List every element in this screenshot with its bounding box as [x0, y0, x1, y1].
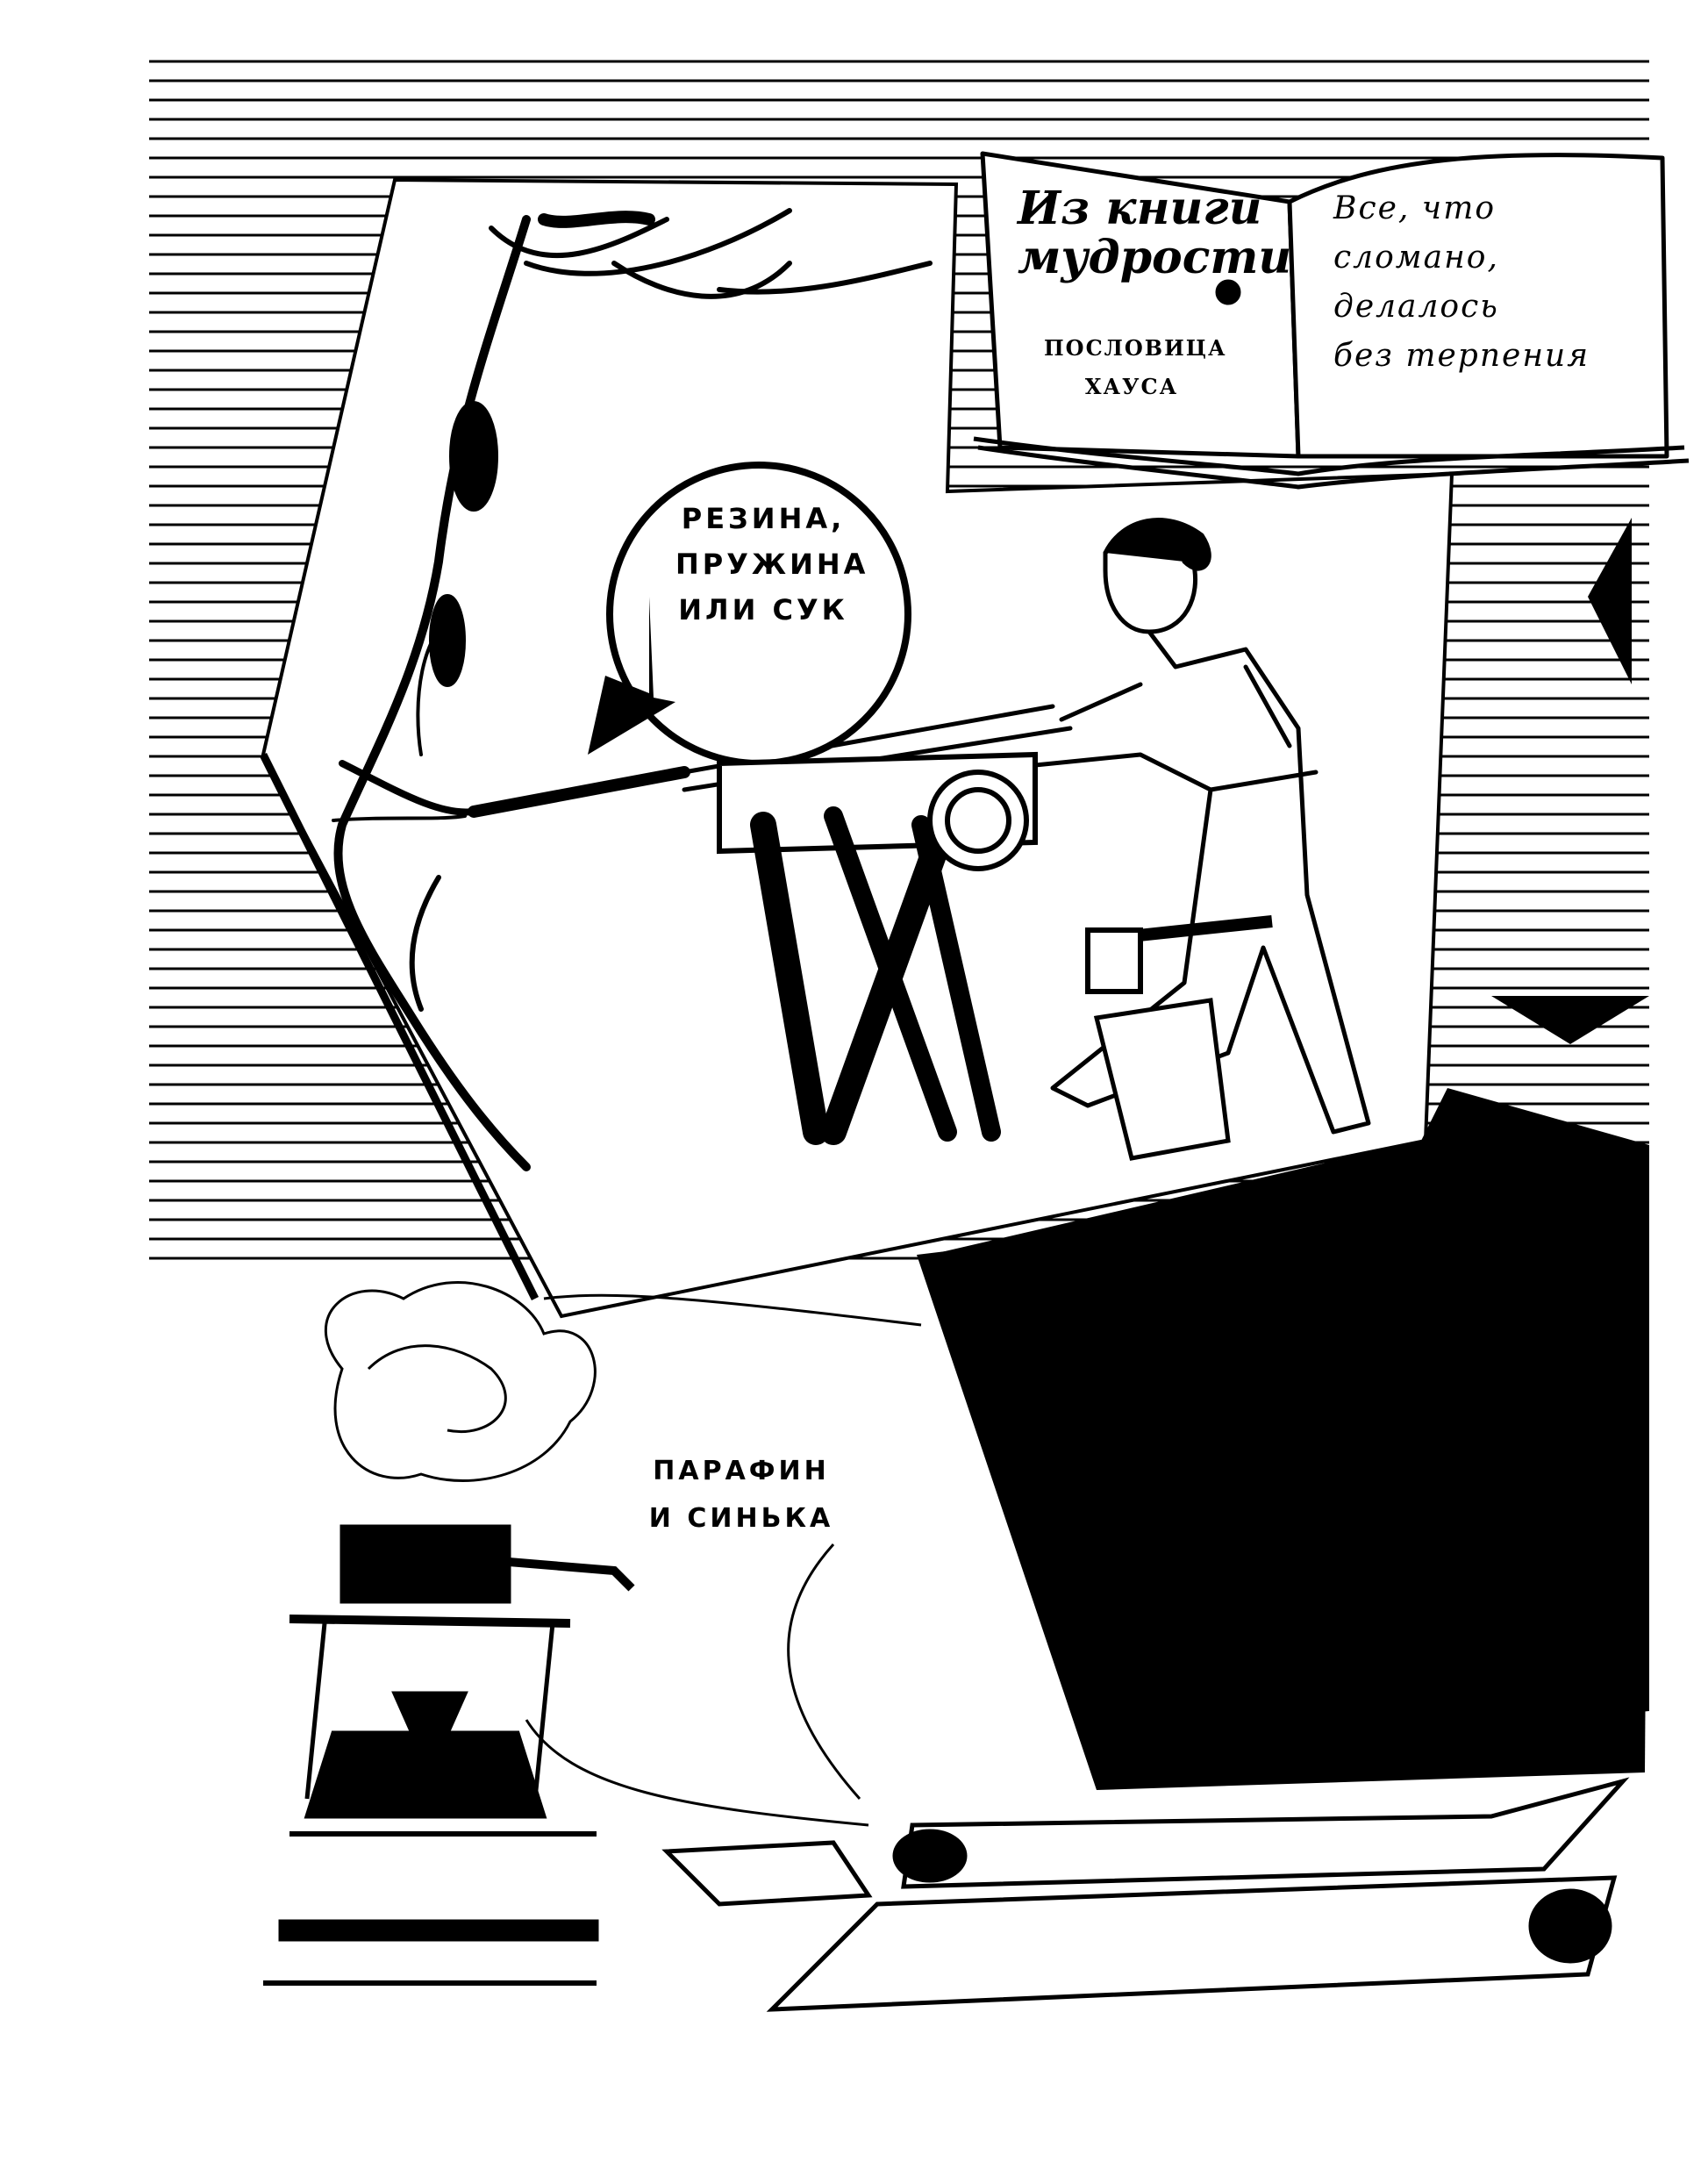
triangle-marker-top	[1588, 518, 1632, 684]
arrow-icon	[588, 597, 675, 755]
arrow-curve-icon-2	[525, 1719, 869, 1827]
tree-icon	[332, 208, 933, 1171]
lamp-pot-icon	[263, 1524, 635, 1986]
triangle-marker-bottom	[1491, 996, 1649, 1044]
steam-cloud-icon	[324, 1280, 597, 1482]
book-title: Из книги мудрости	[1018, 182, 1292, 284]
book-quote: Все, что сломано, делалось без терпения	[1333, 190, 1590, 374]
stump-icon	[1093, 998, 1231, 1161]
rubber-note: РЕЗИНА, ПРУЖИНА ИЛИ СУК	[675, 502, 869, 627]
panel-shadow-edge	[259, 752, 540, 1301]
axe-icon	[1085, 915, 1273, 994]
sawhorse-dark-panel	[917, 1167, 1649, 1790]
boy-sawing-icon	[962, 518, 1371, 1135]
rolled-paper-icon	[661, 1777, 1630, 2012]
book-source: ПОСЛОВИЦА ХАУСА	[1044, 335, 1227, 399]
book-icon	[973, 151, 1690, 490]
sawhorse-icon	[717, 751, 1038, 1145]
arrow-curve-icon	[787, 1543, 861, 1800]
steam-line	[543, 1293, 922, 1327]
paraffin-note: ПАРАФИН И СИНЬКА	[648, 1456, 834, 1534]
